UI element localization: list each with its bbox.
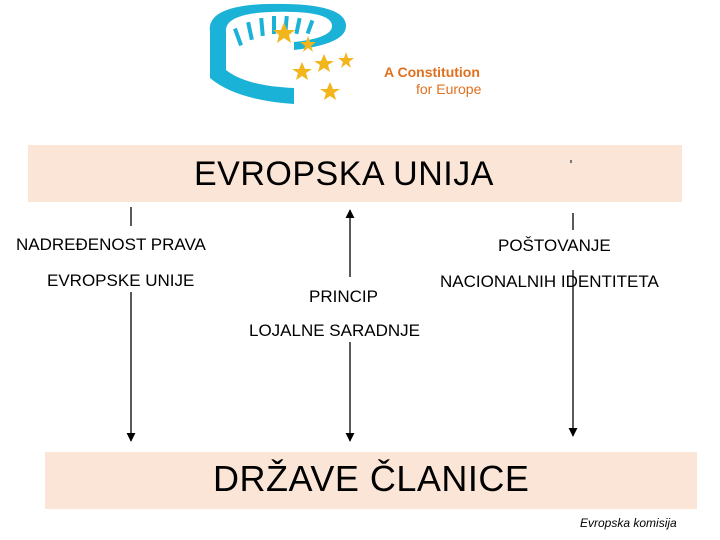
label-identity-line1: POŠTOVANJE [498, 236, 611, 255]
logo-title: A Constitution [384, 64, 480, 80]
label-cooperation-line1: PRINCIP [309, 287, 378, 306]
footer-credit: Evropska komisija [580, 516, 677, 530]
hemicycle-seats [233, 15, 315, 47]
stray-mark [570, 160, 572, 163]
constitution-logo-icon [209, 3, 354, 105]
hemicycle-inner [225, 11, 332, 88]
label-cooperation-line2: LOJALNE SARADNJE [249, 321, 420, 340]
eu-stars [273, 22, 354, 100]
label-supremacy-line2: EVROPSKE UNIJE [47, 271, 195, 290]
eu-box-title: EVROPSKA UNIJA [194, 155, 494, 193]
member-states-title: DRŽAVE ČLANICE [213, 458, 530, 499]
label-identity-line2: NACIONALNIH IDENTITETA [440, 272, 659, 291]
member-states-box [45, 452, 697, 509]
label-supremacy-line1: NADREĐENOST PRAVA [16, 235, 206, 254]
eu-box [28, 145, 682, 202]
logo-subtitle: for Europe [416, 81, 482, 97]
